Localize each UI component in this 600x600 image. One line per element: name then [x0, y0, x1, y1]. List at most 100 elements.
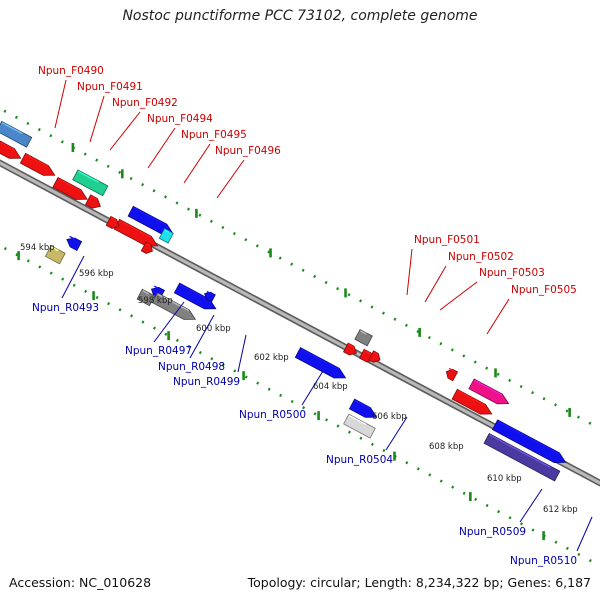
label-leader-line — [385, 416, 408, 451]
reverse-scale-tick — [542, 531, 545, 541]
gene-arrow — [173, 282, 217, 310]
forward-gene-label: Npun_F0503 — [479, 267, 545, 279]
forward-gene-label: Npun_F0491 — [77, 81, 143, 93]
gene-feature — [342, 342, 357, 356]
gene-arrow — [84, 194, 101, 209]
forward-gene-label: Npun_F0494 — [147, 113, 213, 125]
reverse-gene-label: Npun_R0498 — [158, 361, 225, 373]
gene-feature — [84, 194, 101, 209]
gene-highlight — [360, 330, 367, 335]
gene-arrow — [354, 328, 373, 347]
accession-text: Accession: NC_010628 — [9, 575, 152, 590]
gene-labels: Npun_F0490Npun_F0491Npun_F0492Npun_F0494… — [20, 65, 593, 567]
forward-scale-tick — [195, 208, 198, 218]
label-leader-line — [147, 127, 176, 169]
label-leader-line — [301, 370, 324, 406]
forward-scale-tick — [568, 407, 571, 417]
gene-arrow — [66, 237, 83, 252]
gene-highlight — [206, 290, 212, 295]
reverse-scale-tick — [242, 371, 245, 381]
gene-feature — [445, 367, 459, 382]
gene-feature — [140, 241, 153, 254]
reverse-scale-tick — [469, 492, 472, 502]
reverse-gene-label: Npun_R0497 — [125, 345, 192, 357]
forward-scale-tick — [120, 169, 124, 179]
gene-arrow — [445, 368, 459, 382]
gene-highlight — [1, 122, 23, 135]
gene-feature — [173, 282, 217, 310]
gene-arrow — [468, 378, 510, 405]
gene-highlight — [119, 220, 152, 238]
gene-arrow — [136, 288, 156, 307]
reverse-scale-tick — [17, 251, 20, 261]
gene-features — [0, 120, 567, 482]
gene-highlight — [146, 242, 151, 247]
gene-highlight — [157, 293, 190, 312]
gene-highlight — [457, 390, 486, 406]
gene-arrow — [19, 152, 56, 176]
gene-feature — [105, 215, 120, 229]
gene-highlight — [489, 434, 551, 469]
gene-feature — [451, 388, 493, 415]
gene-feature — [19, 152, 56, 176]
gene-highlight — [179, 283, 210, 301]
scale-tick-label: 612 kbp — [543, 505, 578, 515]
gene-feature — [348, 398, 378, 418]
gene-highlight — [497, 420, 560, 455]
gene-feature — [0, 120, 33, 148]
gene-arrow — [0, 120, 33, 148]
gene-feature — [491, 419, 567, 463]
gene-arrow — [451, 388, 493, 415]
gene-highlight — [0, 141, 15, 151]
gene-arrow — [151, 292, 197, 320]
reverse-scale-tick — [393, 451, 396, 461]
reverse-gene-label: Npun_R0510 — [510, 555, 577, 567]
scale-tick-label: 598 kbp — [138, 296, 173, 306]
gene-highlight — [164, 229, 170, 233]
gene-feature — [66, 235, 83, 252]
label-leader-line — [54, 79, 67, 129]
gene-arrow — [158, 228, 174, 244]
label-leader-line — [237, 334, 247, 373]
label-leader-line — [519, 488, 543, 523]
genome-info-text: Topology: circular; Length: 8,234,322 bp… — [247, 575, 591, 590]
gene-highlight — [133, 207, 167, 226]
gene-feature — [294, 347, 347, 379]
scale-tick-label: 606 kbp — [372, 412, 407, 422]
gene-highlight — [25, 154, 49, 168]
label-leader-line — [406, 248, 413, 296]
gene-highlight — [348, 343, 354, 348]
scale-tick-label: 596 kbp — [79, 269, 114, 279]
forward-scale-tick — [418, 327, 421, 337]
map-title: Nostoc punctiforme PCC 73102, complete g… — [122, 8, 478, 24]
gene-highlight — [153, 285, 160, 290]
forward-gene-label: Npun_F0501 — [414, 234, 480, 246]
backbone-line — [0, 161, 600, 485]
gene-feature — [151, 292, 197, 320]
forward-scale-tick — [269, 248, 272, 258]
reverse-scale-tick — [317, 411, 320, 421]
gene-highlight — [300, 348, 340, 370]
label-leader-line — [189, 314, 215, 359]
gene-feature — [72, 169, 109, 197]
gene-feature — [158, 228, 174, 244]
gene-arrow — [52, 176, 88, 200]
forward-gene-label: Npun_F0490 — [38, 65, 104, 77]
gene-highlight — [373, 351, 379, 355]
genome-backbone — [0, 159, 600, 487]
gene-highlight — [51, 246, 59, 252]
gene-highlight — [77, 170, 99, 183]
forward-gene-label: Npun_F0502 — [448, 251, 514, 263]
gene-highlight — [69, 235, 76, 241]
reverse-gene-label: Npun_R0499 — [173, 376, 240, 388]
label-leader-line — [153, 301, 185, 343]
gene-highlight — [142, 290, 149, 295]
gene-arrow — [343, 413, 376, 439]
scale-tick-label: 604 kbp — [313, 382, 348, 392]
gene-feature — [136, 288, 156, 307]
gene-feature — [483, 433, 561, 482]
reverse-gene-label: Npun_R0504 — [326, 454, 393, 466]
scale-tick-label: 600 kbp — [196, 324, 231, 334]
gene-feature — [468, 378, 510, 405]
